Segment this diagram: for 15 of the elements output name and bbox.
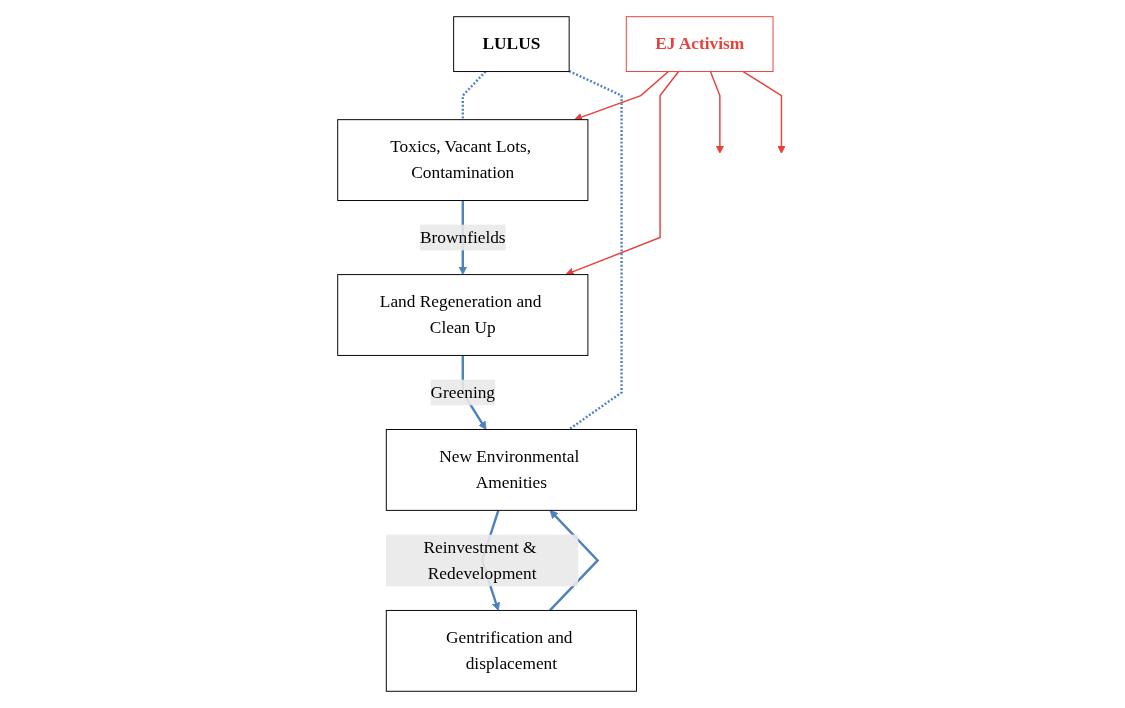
node-box: EJ Activism xyxy=(625,16,774,73)
connector xyxy=(461,70,486,120)
node-box: Toxics, Vacant Lots, Contamination xyxy=(336,119,588,201)
connector xyxy=(567,70,623,431)
edge-label: Greening xyxy=(430,382,495,402)
node-box: Land Regeneration and Clean Up xyxy=(336,274,588,356)
arrow xyxy=(709,70,724,154)
edge-label: Brownfields xyxy=(419,227,506,247)
edge-label: Reinvestment & Redevelopment xyxy=(423,537,537,583)
node-box: LULUS xyxy=(452,16,570,73)
node-box: Gentrification and displacement xyxy=(385,609,637,692)
arrow xyxy=(564,70,679,276)
arrow xyxy=(548,510,599,612)
node-box: New Environmental Amenities xyxy=(385,429,637,511)
arrow xyxy=(742,70,786,154)
